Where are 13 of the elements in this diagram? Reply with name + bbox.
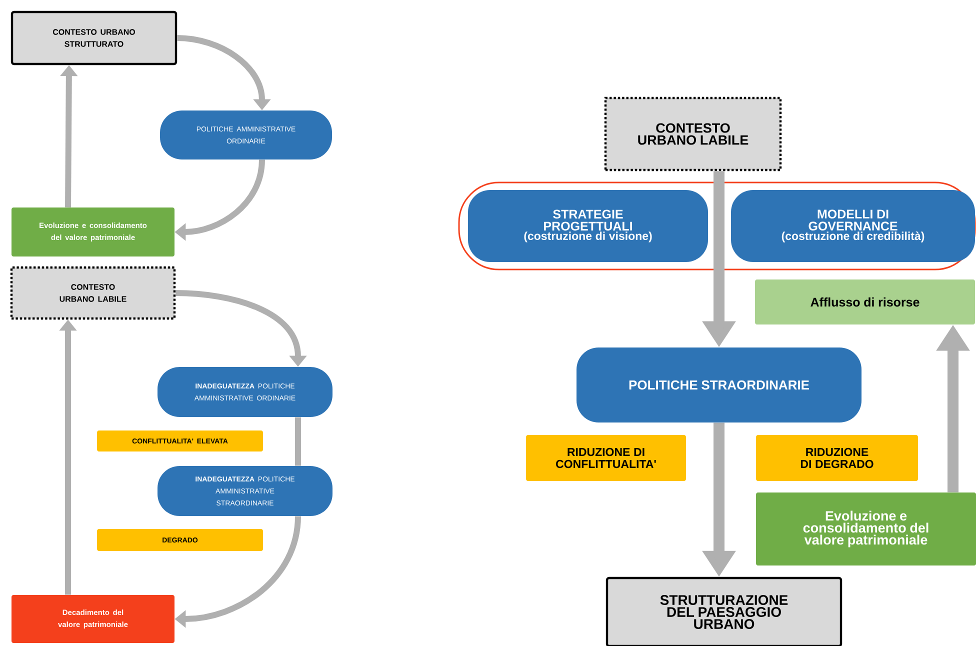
group-outline — [458, 182, 976, 270]
context-box: CONTESTO URBANO STRUTTURATO — [10, 10, 178, 66]
outcome-box: Evoluzione e consolidamento del valore patrimoniale — [756, 492, 976, 566]
context-box: CONTESTO URBANO LABILE — [10, 266, 176, 320]
effect-box: RIDUZIONE DI CONFLITTUALITA' — [526, 435, 686, 481]
connector-line — [295, 417, 301, 466]
policy-pill: STRATEGIE PROGETTUALI (costruzione di visione) — [468, 190, 708, 262]
resource-box: Afflusso di risorse — [755, 280, 976, 324]
effect-box: RIDUZIONE DI DEGRADO — [756, 435, 918, 481]
policy-pill: POLITICHE STRAORDINARIE — [576, 348, 862, 422]
context-box: STRUTTURAZIONE DEL PAESAGGIO URBANO — [606, 576, 842, 646]
context-box: CONTESTO URBANO LABILE — [604, 96, 782, 172]
policy-pill: MODELLI DI GOVERNANCE (costruzione di credibilità) — [731, 190, 976, 262]
